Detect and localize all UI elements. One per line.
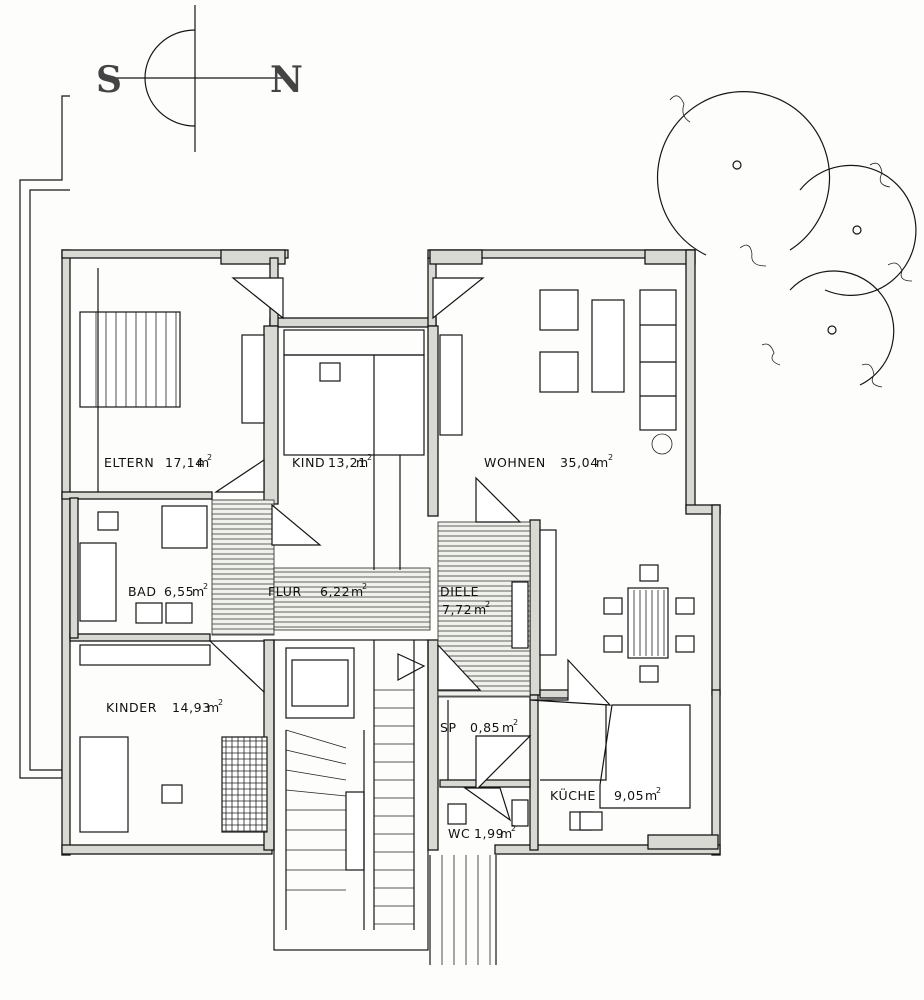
compass-north-letter: N <box>270 59 303 101</box>
room-unit-kind: m <box>356 455 369 470</box>
room-area-sp: 0,85 <box>470 720 500 735</box>
furniture-kind <box>283 329 425 570</box>
room-unit-exp-wc: 2 <box>511 824 517 833</box>
furniture-wc <box>447 700 529 827</box>
room-unit-sp: m <box>502 720 515 735</box>
stairwell <box>273 639 497 965</box>
room-name-flur: FLUR <box>268 584 302 599</box>
tree-symbols <box>657 91 917 388</box>
room-area-diele: 7,72 <box>442 602 472 617</box>
room-unit-kueche: m <box>645 788 658 803</box>
room-name-bad: BAD <box>128 584 157 599</box>
room-name-kinder: KINDER <box>106 700 157 715</box>
room-unit-exp-kinder: 2 <box>218 698 224 707</box>
room-unit-diele: m <box>474 602 487 617</box>
room-name-wohnen: WOHNEN <box>484 455 546 470</box>
room-area-bad: 6,55 <box>164 584 194 599</box>
room-name-wc: WC <box>448 826 470 841</box>
furniture-eltern <box>79 268 265 492</box>
compass-south-letter: S <box>96 59 122 101</box>
room-name-diele: DIELE <box>440 584 479 599</box>
furniture-diele <box>511 581 529 649</box>
room-unit-exp-kueche: 2 <box>656 786 662 795</box>
room-unit-kinder: m <box>207 700 220 715</box>
room-area-flur: 6,22 <box>320 584 350 599</box>
room-unit-exp-diele: 2 <box>485 600 491 609</box>
room-unit-bad: m <box>192 584 205 599</box>
room-name-sp: SP <box>440 720 457 735</box>
compass: S N <box>96 5 303 152</box>
room-labels: ELTERN 17,14 m 2 KIND 13,21 m 2 WOHNEN 3… <box>104 453 662 841</box>
furniture-bad <box>79 505 208 624</box>
room-unit-flur: m <box>351 584 364 599</box>
doors <box>208 277 612 822</box>
room-unit-wohnen: m <box>596 455 609 470</box>
room-name-eltern: ELTERN <box>104 455 154 470</box>
furniture-kinder <box>79 644 268 833</box>
room-area-wc: 1,99 <box>474 826 504 841</box>
room-area-kinder: 14,93 <box>172 700 211 715</box>
room-area-wohnen: 35,04 <box>560 455 599 470</box>
room-area-eltern: 17,14 <box>165 455 204 470</box>
furniture-wohnen <box>439 289 677 455</box>
room-unit-exp-wohnen: 2 <box>608 453 614 462</box>
room-area-kind: 13,21 <box>328 455 367 470</box>
room-unit-exp-bad: 2 <box>203 582 209 591</box>
furniture-kueche <box>540 704 691 831</box>
room-unit-exp-eltern: 2 <box>207 453 213 462</box>
room-area-kueche: 9,05 <box>614 788 644 803</box>
room-unit-exp-sp: 2 <box>513 718 519 727</box>
furniture-dining <box>539 529 695 683</box>
room-name-kind: KIND <box>292 455 325 470</box>
room-unit-exp-kind: 2 <box>367 453 373 462</box>
room-unit-wc: m <box>500 826 513 841</box>
room-name-kueche: KÜCHE <box>550 787 596 803</box>
room-unit-eltern: m <box>197 455 210 470</box>
room-unit-exp-flur: 2 <box>362 582 368 591</box>
